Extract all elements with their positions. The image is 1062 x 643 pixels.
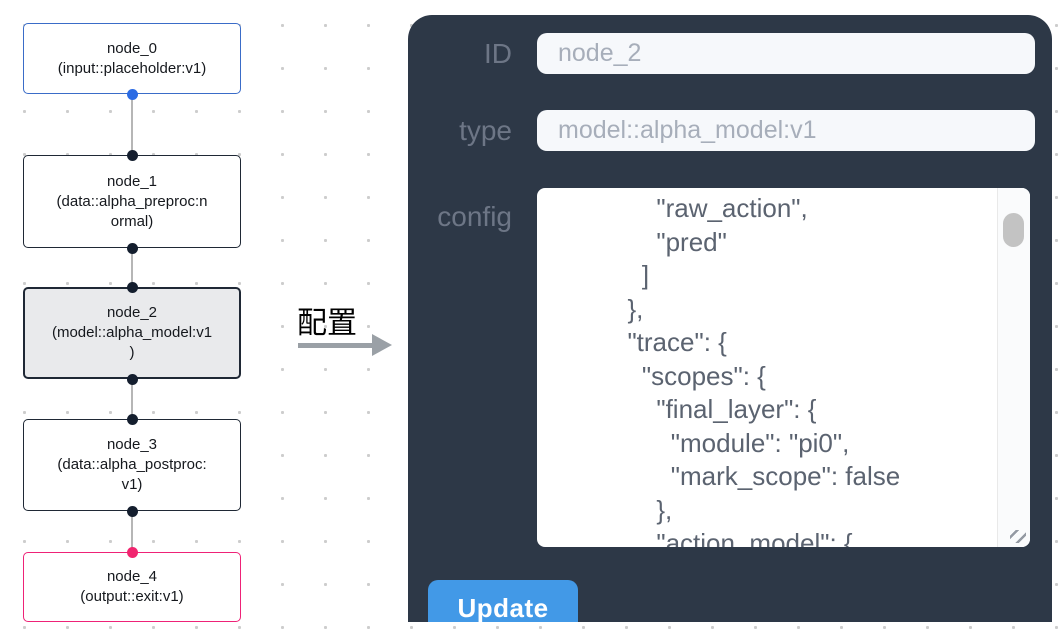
arrow-head xyxy=(372,334,392,356)
node-type-label: (data::alpha_postproc: xyxy=(57,456,207,473)
node-title: node_1 xyxy=(106,172,158,190)
node-config-panel: ID type config "raw_action", "pred" ] },… xyxy=(408,15,1052,622)
type-field-label: type xyxy=(459,114,512,146)
id-input[interactable] xyxy=(537,33,1035,74)
node-node_1[interactable]: node_1 (data::alpha_preproc:n ormal) xyxy=(23,155,241,248)
input-port-node_1[interactable] xyxy=(127,150,138,161)
node-type-label: ) xyxy=(129,344,135,361)
update-button[interactable]: Update xyxy=(428,580,578,622)
output-port-node_1[interactable] xyxy=(127,243,138,254)
output-port-node_0[interactable] xyxy=(127,89,138,100)
id-field-label: ID xyxy=(484,37,512,69)
config-textarea[interactable]: "raw_action", "pred" ] }, "trace": { "sc… xyxy=(537,188,1030,547)
node-node_4[interactable]: node_4 (output::exit:v1) xyxy=(23,552,241,622)
node-type-label: ormal) xyxy=(110,212,154,230)
node-type-label: (data::alpha_preproc:n xyxy=(56,192,208,210)
config-json-text[interactable]: "raw_action", "pred" ] }, "trace": { "sc… xyxy=(627,193,901,547)
input-port-node_4[interactable] xyxy=(127,547,138,558)
edge-node_0-node_1 xyxy=(131,93,133,155)
node-title: node_4 xyxy=(106,568,158,585)
node-title: node_2 xyxy=(106,304,158,321)
node-node_0[interactable]: node_0 (input::placeholder:v1) xyxy=(23,23,241,94)
scrollbar-track[interactable] xyxy=(997,188,1030,547)
output-port-node_3[interactable] xyxy=(127,506,138,517)
node-title: node_3 xyxy=(106,436,158,453)
arrow-right-icon xyxy=(298,334,394,357)
edge-node_2-node_3 xyxy=(131,378,133,420)
input-port-node_2[interactable] xyxy=(127,282,138,293)
configure-transition-label: 配置 xyxy=(297,307,357,340)
node-node_2-selected[interactable]: node_2 (model::alpha_model:v1 ) xyxy=(23,287,241,379)
type-input[interactable] xyxy=(537,110,1035,151)
output-port-node_2[interactable] xyxy=(127,374,138,385)
node-node_3[interactable]: node_3 (data::alpha_postproc: v1) xyxy=(23,419,241,511)
scrollbar-thumb[interactable] xyxy=(1003,213,1024,247)
edge-node_3-node_4 xyxy=(131,510,133,553)
node-title: node_0 xyxy=(106,39,158,57)
edge-node_1-node_2 xyxy=(131,247,133,288)
node-type-label: (input::placeholder:v1) xyxy=(57,59,207,77)
node-type-label: (model::alpha_model:v1 xyxy=(51,324,213,341)
config-field-label: config xyxy=(437,201,512,232)
arrow-shaft xyxy=(298,343,374,348)
resize-handle-icon[interactable] xyxy=(1010,530,1026,543)
node-type-label: v1) xyxy=(121,476,143,493)
input-port-node_3[interactable] xyxy=(127,414,138,425)
node-type-label: (output::exit:v1) xyxy=(80,588,184,605)
